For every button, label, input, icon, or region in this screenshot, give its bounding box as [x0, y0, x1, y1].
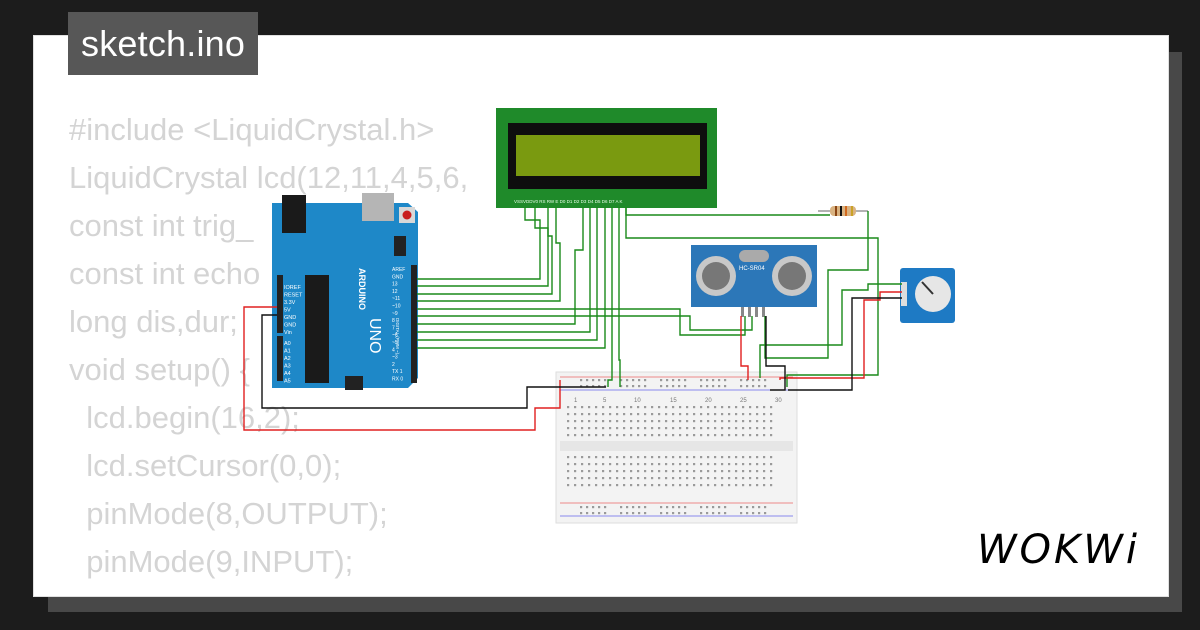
green-wires — [417, 207, 902, 387]
code-line: } — [69, 586, 468, 596]
sketch-title: sketch.ino — [68, 12, 259, 75]
arduino-digital-pin-label: ~6 — [392, 333, 398, 339]
code-line: const int echo — [69, 256, 261, 291]
arduino-power-pin-label: IOREF — [284, 285, 301, 291]
lcd-display: VSSVDDV0 RS RW E D0 D1 D2 D3 D4 D5 D6 D7… — [496, 108, 717, 208]
arduino-power-pin-label: 3.3V — [284, 300, 296, 306]
arduino-digital-pin-label: ~5 — [392, 340, 398, 346]
code-preview: #include <LiquidCrystal.h> LiquidCrystal … — [69, 106, 469, 596]
arduino-power-pin-label: GND — [284, 315, 296, 321]
arduino-digital-pin-label: ~9 — [392, 311, 398, 317]
potentiometer — [900, 268, 955, 323]
logo-text: WOKWi — [977, 527, 1140, 573]
code-line: #include <LiquidCrystal.h> — [69, 112, 435, 147]
wires — [243, 207, 902, 431]
arduino-digital-pin-label: 7 — [392, 325, 395, 331]
arduino-digital-pin-label: AREF — [392, 267, 405, 273]
code-line: lcd.setCursor(0,0); — [69, 448, 342, 483]
breadboard: 1 5 10 15 20 25 30 — [555, 371, 798, 524]
arduino-analog-pin-label: A2 — [284, 356, 291, 362]
code-line: pinMode(9,INPUT); — [69, 544, 354, 579]
code-line: void setup() { — [69, 352, 250, 387]
arduino-power-pin-label: Vin — [284, 330, 292, 336]
arduino-power-pin-label: 5V — [284, 308, 291, 314]
arduino-digital-pin-label: ~11 — [392, 296, 400, 302]
arduino-digital-pin-label: RX 0 — [392, 377, 403, 383]
arduino-digital-pin-label: 2 — [392, 362, 395, 368]
arduino-analog-pin-label: A4 — [284, 371, 291, 377]
bb-col-5: 5 — [603, 398, 607, 404]
ultrasonic-sensor: HC-SR04 — [691, 245, 817, 317]
arduino-digital-pin-label: GND — [392, 274, 404, 280]
bb-col-25: 25 — [740, 398, 747, 404]
arduino-digital-label: DIGITAL (PWM ~) — [395, 318, 400, 355]
code-line: pinMode(8,OUTPUT); — [69, 496, 388, 531]
arduino-digital-pin-label: ~3 — [392, 355, 398, 361]
sensor-name: HC-SR04 — [739, 266, 765, 272]
code-line: lcd.begin(16,2); — [69, 400, 300, 435]
arduino-digital-pin-label: ~10 — [392, 304, 401, 310]
arduino-digital-pin-label: TX 1 — [392, 369, 403, 375]
resistor — [818, 206, 868, 216]
arduino-analog-pin-label: A5 — [284, 379, 291, 385]
red-wires — [243, 291, 902, 431]
code-line: const int trig_ — [69, 208, 254, 243]
arduino-analog-pin-label: A0 — [284, 341, 291, 347]
bb-col-1: 1 — [574, 398, 578, 404]
arduino-digital-pin-label: 13 — [392, 282, 398, 288]
bb-col-15: 15 — [670, 398, 677, 404]
arduino-digital-pin-label: 4 — [392, 347, 395, 353]
arduino-model: UNO — [366, 318, 383, 354]
arduino-power-pin-label: GND — [284, 323, 296, 329]
arduino-analog-pin-label: A3 — [284, 364, 291, 370]
arduino-brand: ARDUINO — [357, 268, 367, 310]
bb-col-20: 20 — [705, 398, 712, 404]
code-line: long dis,dur; — [69, 304, 238, 339]
code-line: LiquidCrystal lcd(12,11,4,5,6, — [69, 160, 469, 195]
bb-col-30: 30 — [775, 398, 782, 404]
arduino-digital-pin-label: 8 — [392, 318, 395, 324]
wokwi-logo: WOKWi — [977, 527, 1140, 573]
arduino-digital-pin-label: 12 — [392, 289, 398, 295]
arduino-analog-pin-label: A1 — [284, 349, 291, 355]
lcd-pin-labels: VSSVDDV0 RS RW E D0 D1 D2 D3 D4 D5 D6 D7… — [514, 199, 622, 204]
black-wires — [261, 297, 902, 409]
arduino-power-pin-label: RESET — [284, 293, 303, 299]
bb-col-10: 10 — [634, 398, 641, 404]
